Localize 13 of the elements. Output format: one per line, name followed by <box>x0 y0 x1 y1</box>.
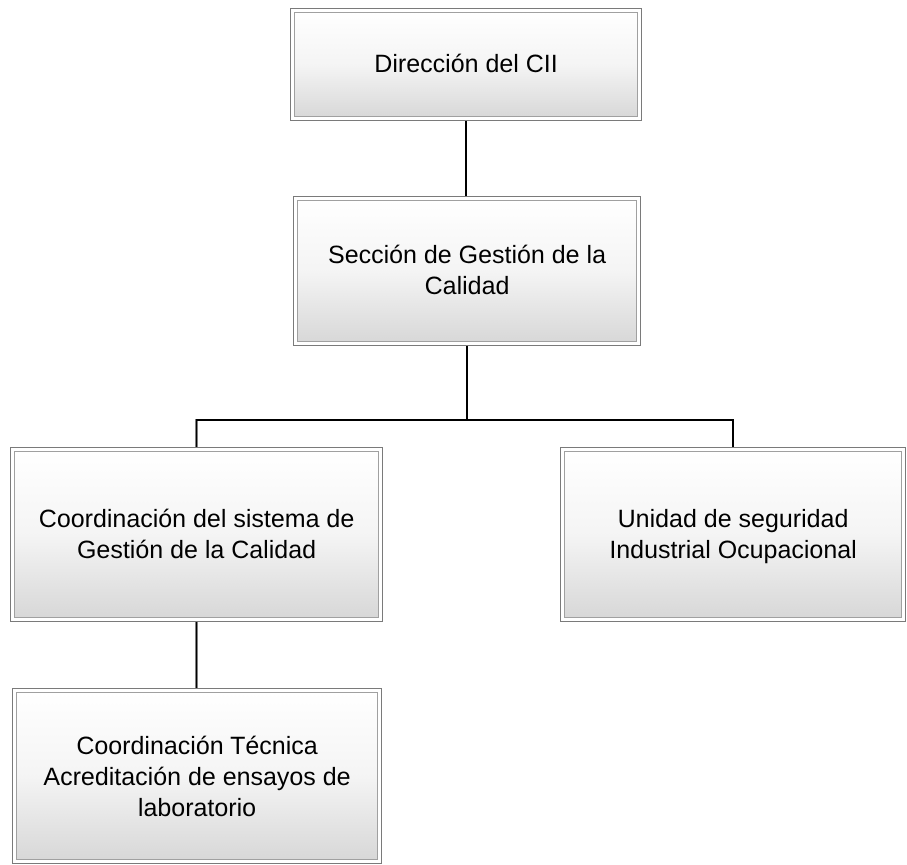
connector-line <box>196 622 198 688</box>
org-box <box>560 447 906 622</box>
unit-name: Unidad de seguridad Industrial Ocupacional <box>608 504 858 566</box>
unit-name: Dirección del CII <box>374 49 558 80</box>
org-box <box>290 8 642 121</box>
org-box <box>10 447 383 622</box>
unit-name: Sección de Gestión de la Calidad <box>327 240 607 302</box>
connector-line <box>466 346 734 447</box>
connector-line <box>465 121 467 196</box>
org-box <box>293 196 641 346</box>
org-box <box>12 688 382 864</box>
unit-name: Coordinación del sistema de Gestión de la Calidad <box>38 504 356 566</box>
unit-name: Coordinación Técnica Acreditación de ensayos de laboratorio <box>42 731 352 824</box>
